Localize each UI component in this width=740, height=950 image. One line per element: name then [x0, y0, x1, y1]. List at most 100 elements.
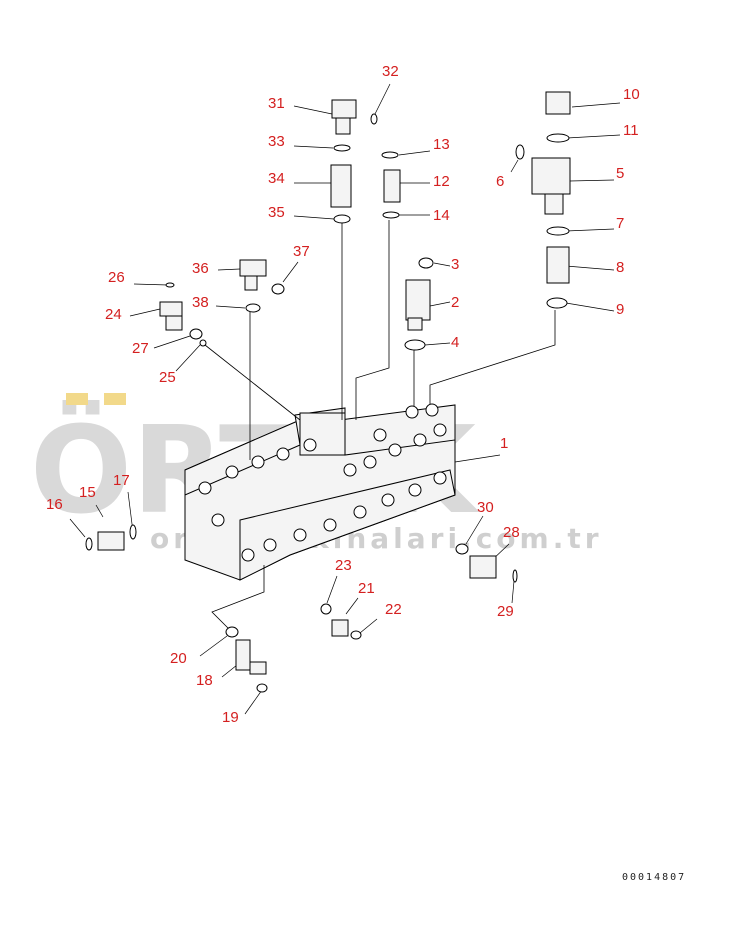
callout-17: 17 [113, 472, 130, 489]
leader-30 [465, 515, 484, 545]
valve-port [276, 447, 290, 461]
part-6-o-ring [515, 144, 525, 160]
valve-port [293, 528, 307, 542]
callout-35: 35 [268, 204, 285, 221]
part-33-o-ring [333, 144, 351, 152]
callout-6: 6 [496, 173, 504, 190]
part-11-o-ring [546, 133, 570, 143]
callout-32: 32 [382, 63, 399, 80]
callout-21: 21 [358, 580, 375, 597]
part-9-o-ring [546, 297, 568, 309]
callout-28: 28 [503, 524, 520, 541]
callout-36: 36 [192, 260, 209, 277]
leader-22 [359, 618, 378, 634]
valve-port [363, 455, 377, 469]
callout-31: 31 [268, 95, 285, 112]
callout-26: 26 [108, 269, 125, 286]
part-35-o-ring [333, 214, 351, 224]
callout-11: 11 [623, 122, 639, 139]
valve-port [433, 471, 447, 485]
part-17-o-ring [129, 524, 137, 540]
callout-4: 4 [451, 334, 459, 351]
part-37-o-ring [271, 283, 285, 295]
valve-port [303, 438, 317, 452]
part-14-o-ring [382, 211, 400, 219]
leader-7 [565, 228, 615, 232]
leader-23 [326, 575, 338, 604]
part-31-elbow [331, 99, 357, 119]
callout-33: 33 [268, 133, 285, 150]
callout-37: 37 [293, 243, 310, 260]
part-8-adapter [546, 246, 570, 284]
part-20-o-ring [225, 626, 239, 638]
part-24-stem [165, 315, 183, 331]
leader-9 [565, 302, 615, 312]
callout-24: 24 [105, 306, 122, 323]
callout-25: 25 [159, 369, 176, 386]
callout-30: 30 [477, 499, 494, 516]
valve-port [241, 548, 255, 562]
callout-34: 34 [268, 170, 285, 187]
valve-port [388, 443, 402, 457]
leader-35 [293, 215, 335, 220]
part-21-fitting [331, 619, 349, 637]
leader-11 [566, 134, 621, 139]
part-12-fitting [383, 169, 401, 203]
callout-1: 1 [500, 435, 508, 452]
part-18-elbow [235, 639, 251, 671]
leader-5 [569, 179, 615, 182]
leader-16 [69, 518, 86, 538]
valve-port [425, 403, 439, 417]
leader-15 [95, 504, 104, 518]
valve-port [413, 433, 427, 447]
part-36-stem [244, 275, 258, 291]
component-parts [85, 91, 571, 693]
valve-port [343, 463, 357, 477]
connector-line [204, 344, 301, 421]
leader-1 [454, 454, 501, 463]
part-19-o-ring [256, 683, 268, 693]
part-4-o-ring [404, 339, 426, 351]
part-31-stem [335, 117, 351, 135]
connector-line [211, 565, 265, 633]
leader-37 [282, 261, 299, 283]
valve-port [263, 538, 277, 552]
callout-20: 20 [170, 650, 187, 667]
callout-29: 29 [497, 603, 514, 620]
part-2-elbow [405, 279, 431, 321]
part-30-o-ring [455, 543, 469, 555]
part-38-o-ring [245, 303, 261, 313]
callout-23: 23 [335, 557, 352, 574]
part-34-extension [330, 164, 352, 208]
leader-24 [129, 308, 161, 317]
leader-33 [293, 145, 334, 149]
watermark-umlaut-right [104, 393, 126, 405]
part-13-o-ring [381, 151, 399, 159]
leader-2 [429, 301, 451, 307]
drawing-code: 00014807 [622, 872, 686, 883]
connector-line [429, 310, 556, 408]
callout-15: 15 [79, 484, 96, 501]
part-15-fitting [97, 531, 125, 551]
part-5-elbow-stem [544, 193, 564, 215]
part-7-o-ring [546, 226, 570, 236]
valve-port [381, 493, 395, 507]
part-2-stem [407, 317, 423, 331]
valve-port [433, 423, 447, 437]
part-26-o-ring [165, 282, 175, 288]
callout-38: 38 [192, 294, 209, 311]
watermark-umlaut-left [66, 393, 88, 405]
callout-10: 10 [623, 86, 640, 103]
part-29-o-ring [512, 569, 518, 583]
callout-2: 2 [451, 294, 459, 311]
leader-6 [510, 159, 519, 173]
valve-port [373, 428, 387, 442]
part-23-o-ring [320, 603, 332, 615]
valve-port [408, 483, 422, 497]
leader-10 [571, 102, 621, 108]
leader-4 [424, 342, 451, 346]
valve-port [353, 505, 367, 519]
callout-7: 7 [616, 215, 624, 232]
callout-5: 5 [616, 165, 624, 182]
